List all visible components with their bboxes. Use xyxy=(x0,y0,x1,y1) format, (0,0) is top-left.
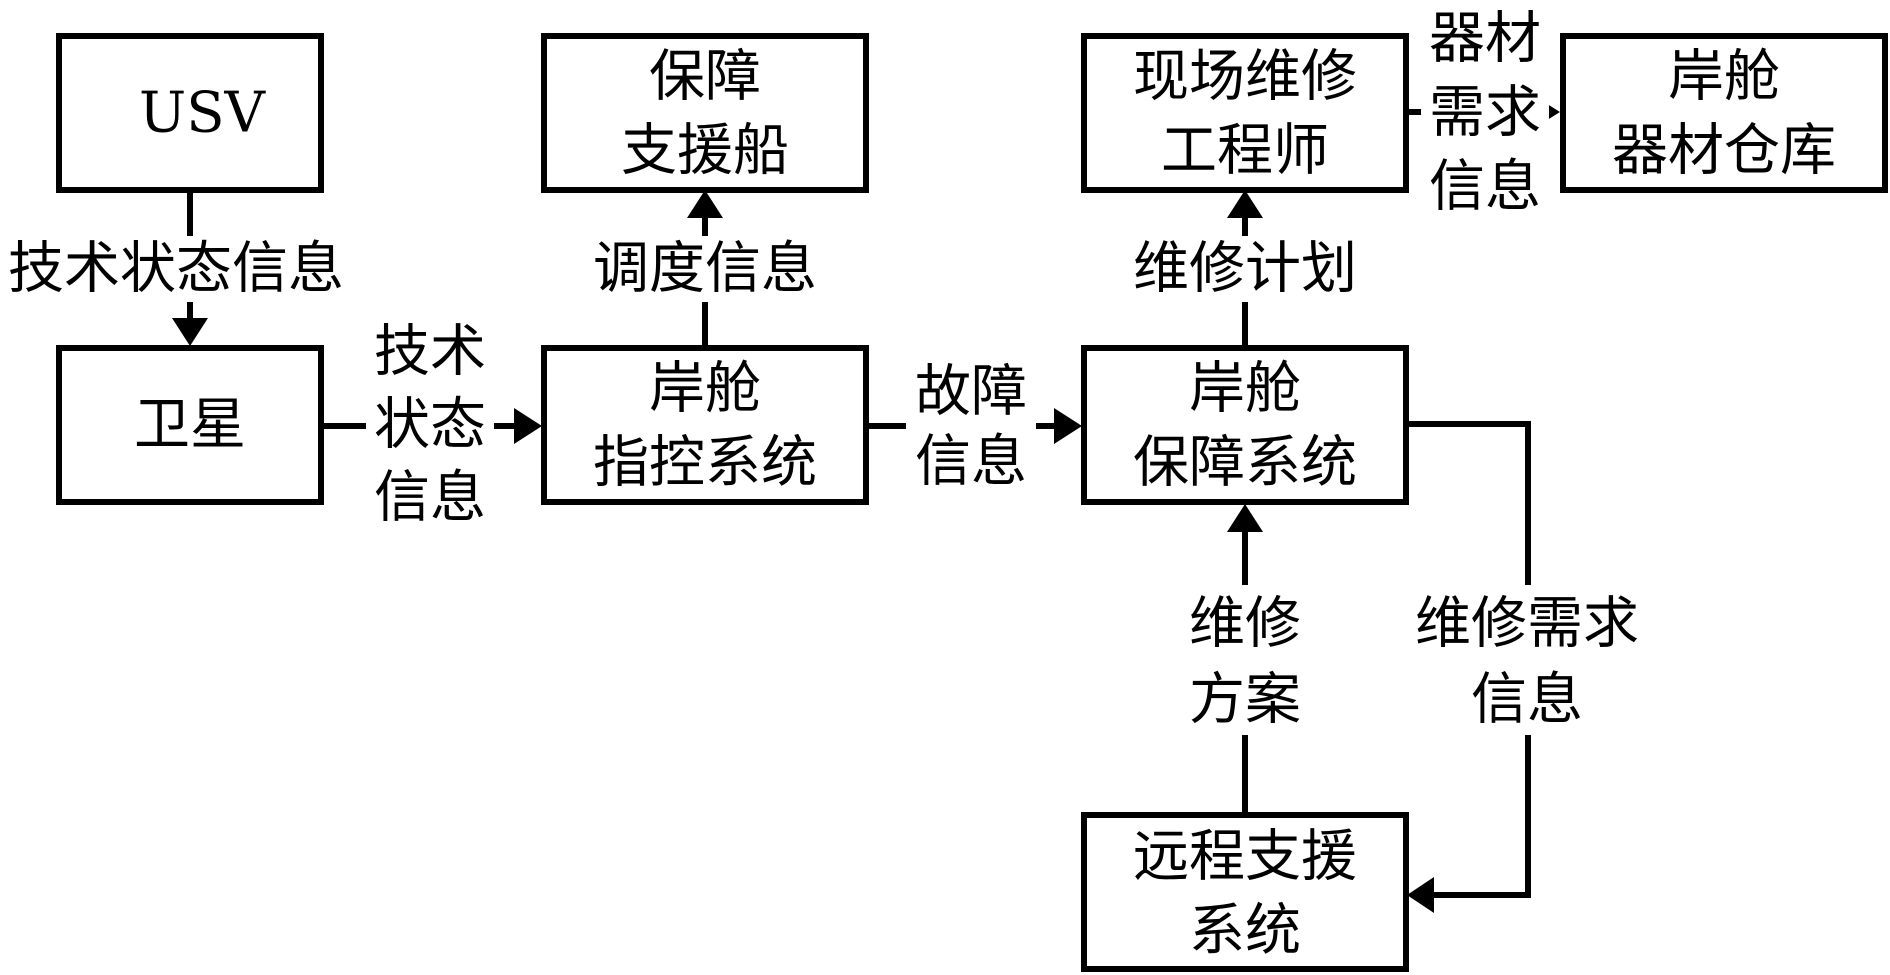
node-support-ship-line-2: 支援船 xyxy=(621,119,789,184)
edge-label-usv-to-satellite: 技术状态信息 xyxy=(4,236,349,302)
edge-label-satellite-to-command-line-3: 信息 xyxy=(374,466,486,531)
edge-label-usv-to-satellite-line-1: 技术状态信息 xyxy=(8,237,344,302)
node-shore-warehouse-line-1: 岸舱 xyxy=(1668,45,1780,110)
edge-label-satellite-to-command: 技术 状态 信息 xyxy=(366,318,494,532)
edge-label-command-to-ship: 调度信息 xyxy=(580,236,830,302)
arrowhead-usv-to-satellite xyxy=(172,318,208,346)
node-remote-support-line-2: 系统 xyxy=(1189,899,1301,964)
edge-label-remote-to-support: 维修 方案 xyxy=(1180,585,1310,735)
node-onsite-engineer-line-2: 工程师 xyxy=(1161,119,1329,184)
edge-label-command-to-support-line-2: 信息 xyxy=(915,430,1027,495)
node-usv: USV xyxy=(56,33,324,193)
node-satellite: 卫星 xyxy=(56,345,324,505)
edge-label-support-to-remote-line-2: 信息 xyxy=(1471,668,1583,733)
node-satellite-line-1: 卫星 xyxy=(134,393,246,458)
arrowhead-command-to-support xyxy=(1054,408,1082,444)
node-shore-warehouse: 岸舱 器材仓库 xyxy=(1560,33,1888,193)
node-shore-support-line-1: 岸舱 xyxy=(1189,357,1301,422)
edge-label-command-to-ship-line-1: 调度信息 xyxy=(593,237,817,302)
edge-label-satellite-to-command-line-2: 状态 xyxy=(374,393,486,458)
node-usv-line-1: USV xyxy=(139,81,267,146)
edge-label-support-to-engineer: 维修计划 xyxy=(1120,236,1370,302)
node-remote-support-line-1: 远程支援 xyxy=(1133,825,1357,890)
node-shore-command-line-2: 指控系统 xyxy=(593,431,817,496)
node-shore-support: 岸舱 保障系统 xyxy=(1081,345,1409,505)
arrowhead-support-to-engineer xyxy=(1227,190,1263,218)
arrowhead-satellite-to-command xyxy=(514,408,542,444)
node-support-ship-line-1: 保障 xyxy=(649,45,761,110)
edge-label-engineer-to-warehouse-line-2: 需求 xyxy=(1429,81,1541,146)
edge-label-command-to-support: 故障 信息 xyxy=(906,356,1036,500)
edge-label-support-to-engineer-line-1: 维修计划 xyxy=(1133,237,1357,302)
edge-label-satellite-to-command-line-1: 技术 xyxy=(374,320,486,385)
edge-label-engineer-to-warehouse: 器材 需求 信息 xyxy=(1421,0,1549,220)
node-shore-support-line-2: 保障系统 xyxy=(1133,431,1357,496)
edge-label-support-to-remote-line-1: 维修需求 xyxy=(1415,592,1639,657)
edge-label-command-to-support-line-1: 故障 xyxy=(915,360,1027,425)
arrowhead-remote-to-support xyxy=(1227,504,1263,532)
edge-label-engineer-to-warehouse-line-3: 信息 xyxy=(1429,155,1541,220)
edge-label-engineer-to-warehouse-line-1: 器材 xyxy=(1429,7,1541,72)
node-shore-warehouse-line-2: 器材仓库 xyxy=(1612,119,1836,184)
arrowhead-command-to-ship xyxy=(687,190,723,218)
edge-label-remote-to-support-line-1: 维修 xyxy=(1189,592,1301,657)
edge-label-support-to-remote: 维修需求 信息 xyxy=(1402,585,1652,735)
node-support-ship: 保障 支援船 xyxy=(541,33,869,193)
node-onsite-engineer-line-1: 现场维修 xyxy=(1133,45,1357,110)
node-shore-command-line-1: 岸舱 xyxy=(649,357,761,422)
node-remote-support: 远程支援 系统 xyxy=(1081,812,1409,972)
edge-label-remote-to-support-line-2: 方案 xyxy=(1189,668,1301,733)
node-shore-command: 岸舱 指控系统 xyxy=(541,345,869,505)
arrowhead-support-to-remote xyxy=(1407,877,1434,913)
node-onsite-engineer: 现场维修 工程师 xyxy=(1081,33,1409,193)
